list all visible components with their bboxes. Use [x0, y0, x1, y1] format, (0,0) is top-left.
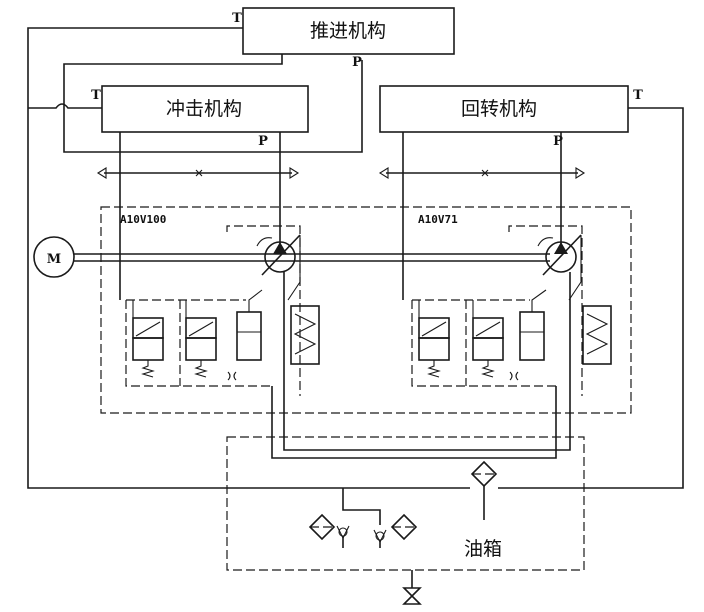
left-pump-label: A10V100	[120, 213, 166, 226]
left-control-frame	[226, 225, 301, 396]
right-control-frame	[508, 225, 583, 396]
rotation-return-line	[498, 107, 684, 489]
propulsion-label: 推进机构	[310, 20, 386, 42]
propulsion-return-line	[27, 27, 470, 489]
right-pump	[537, 234, 582, 301]
impact-return-line	[28, 103, 102, 109]
rotation-label: 回转机构	[461, 98, 537, 120]
left-pump	[256, 234, 301, 301]
left-check-valve-b	[289, 167, 300, 179]
left-relief-spring	[290, 305, 320, 365]
left-cross-mark	[195, 169, 203, 177]
propulsion-box	[242, 7, 455, 55]
left-check-valve-a	[96, 167, 107, 179]
right-pump-label: A10V71	[418, 213, 458, 226]
suction-line	[283, 272, 571, 451]
impact-label: 冲击机构	[166, 98, 242, 120]
drain-valve	[402, 587, 422, 605]
return-filter	[470, 460, 498, 520]
right-check-valve-b	[575, 167, 586, 179]
impact-port-t: T	[91, 88, 101, 103]
tank-frame	[226, 436, 585, 571]
drain-line	[271, 386, 557, 459]
right-control-valves	[411, 289, 612, 387]
propulsion-port-p: P	[352, 55, 362, 70]
right-cross-mark	[481, 169, 489, 177]
propulsion-feed-line	[63, 54, 363, 153]
motor-label: M	[47, 252, 61, 267]
tank-label: 油箱	[464, 538, 502, 560]
tank-suction-line	[342, 488, 381, 525]
right-relief-spring	[582, 305, 612, 365]
pump-unit-frame	[100, 206, 632, 414]
rotation-box	[379, 85, 629, 133]
suction-filter-left	[308, 513, 336, 541]
suction-filter-right	[390, 513, 418, 541]
impact-box	[101, 85, 309, 133]
electric-motor	[33, 236, 75, 278]
left-control-valves	[125, 289, 320, 387]
check-valves	[336, 525, 387, 548]
rotation-port-t: T	[633, 88, 643, 103]
right-check-valve-a	[378, 167, 389, 179]
rotation-port-p: P	[553, 134, 563, 149]
propulsion-port-t: T	[232, 11, 242, 26]
impact-port-p: P	[258, 134, 268, 149]
